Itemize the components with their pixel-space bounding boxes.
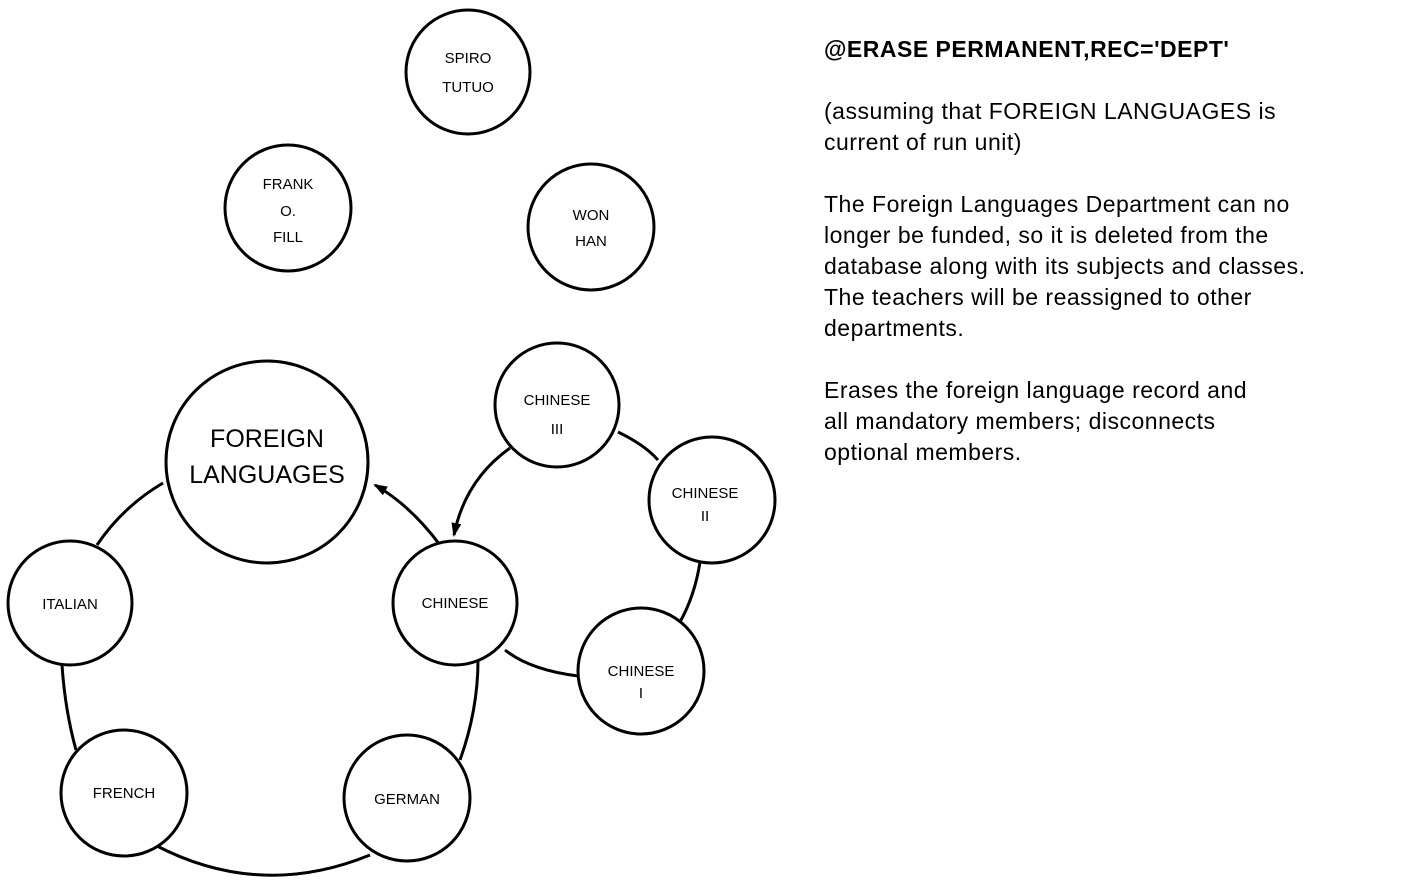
node-won-han[interactable]: WON HAN [526, 162, 656, 292]
text-line: current of run unit) [824, 129, 1022, 155]
set-ring-foreign-languages [60, 481, 480, 877]
next-arrow [451, 446, 511, 537]
node-italian[interactable]: ITALIAN [6, 539, 134, 667]
text-line: departments. [824, 315, 965, 341]
explanation-panel: @ERASE PERMANENT,REC='DEPT' (assuming th… [824, 34, 1414, 499]
owner-arrow [373, 483, 442, 546]
node-label: FOREIGN [210, 425, 324, 453]
node-label: LANGUAGES [189, 461, 345, 489]
set-ring-chinese [504, 430, 702, 678]
node-french[interactable]: FRENCH [59, 728, 189, 858]
node-label: CHINESE [524, 392, 591, 409]
text-line: Erases the foreign language record and [824, 377, 1248, 403]
node-label: ITALIAN [42, 596, 98, 613]
effect-note: Erases the foreign language record and a… [824, 375, 1414, 468]
node-german[interactable]: GERMAN [342, 733, 472, 863]
node-label: CHINESE [672, 485, 739, 502]
text-line: The teachers will be reassigned to other [824, 284, 1252, 310]
node-label: FRANK [263, 176, 314, 193]
text-line: The Foreign Languages Department can no [824, 191, 1290, 217]
node-label: II [701, 508, 709, 525]
node-label: CHINESE [422, 595, 489, 612]
text-line: (assuming that FOREIGN LANGUAGES is [824, 98, 1277, 124]
text-line: longer be funded, so it is deleted from … [824, 222, 1269, 248]
text-line: optional members. [824, 439, 1022, 465]
node-label: III [551, 421, 564, 438]
node-chinese-i[interactable]: CHINESE I [576, 606, 706, 736]
assumption-note: (assuming that FOREIGN LANGUAGES is curr… [824, 96, 1414, 158]
erase-command: @ERASE PERMANENT,REC='DEPT' [824, 36, 1230, 62]
node-label: HAN [575, 233, 607, 250]
node-foreign-languages[interactable]: FOREIGN LANGUAGES [164, 359, 370, 565]
node-frank-o-fill[interactable]: FRANK O. FILL [223, 143, 353, 273]
node-label: WON [573, 207, 610, 224]
node-label: FRENCH [93, 785, 156, 802]
node-label: FILL [273, 229, 303, 246]
node-label: SPIRO [445, 50, 492, 67]
description: The Foreign Languages Department can no … [824, 189, 1414, 344]
node-chinese-iii[interactable]: CHINESE III [493, 341, 621, 469]
node-label: GERMAN [374, 791, 440, 808]
node-chinese[interactable]: CHINESE [391, 539, 519, 667]
node-spiro-tutuo[interactable]: SPIRO TUTUO [404, 8, 532, 136]
node-label: I [639, 685, 643, 702]
text-line: all mandatory members; disconnects [824, 408, 1216, 434]
node-chinese-ii[interactable]: CHINESE II [647, 435, 777, 565]
node-label: CHINESE [608, 663, 675, 680]
node-label: TUTUO [442, 79, 494, 96]
node-label: O. [280, 203, 296, 220]
text-line: database along with its subjects and cla… [824, 253, 1306, 279]
